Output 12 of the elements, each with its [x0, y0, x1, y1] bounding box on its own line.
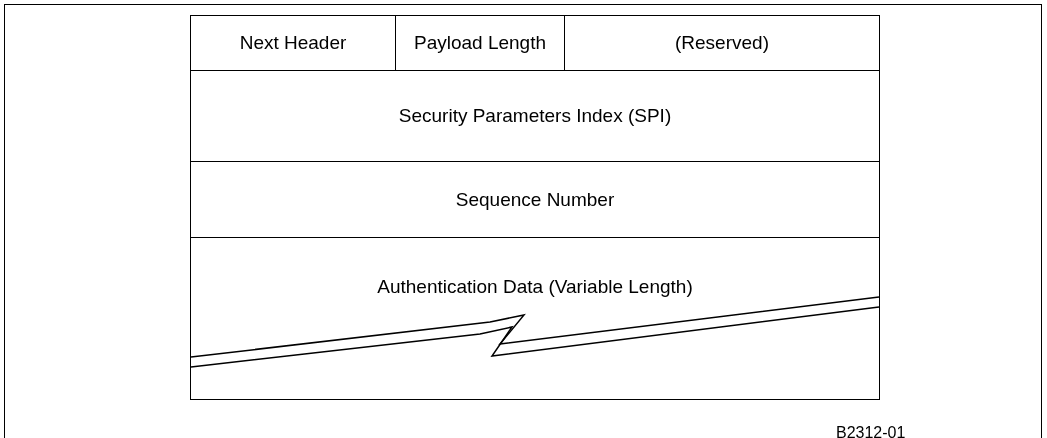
figure-id: B2312-01 — [836, 424, 906, 438]
field-label: Next Header — [239, 32, 347, 54]
field-cell — [190, 237, 880, 400]
field-cell — [190, 70, 880, 162]
field-cell — [190, 15, 396, 71]
field-cell — [190, 161, 880, 238]
field-cell — [564, 15, 880, 71]
field-label: Authentication Data (Variable Length) — [377, 276, 693, 298]
field-label: Payload Length — [413, 32, 547, 54]
field-label: (Reserved) — [675, 32, 769, 54]
field-label: Sequence Number — [455, 188, 615, 211]
field-label: Security Parameters Index (SPI) — [398, 105, 672, 127]
